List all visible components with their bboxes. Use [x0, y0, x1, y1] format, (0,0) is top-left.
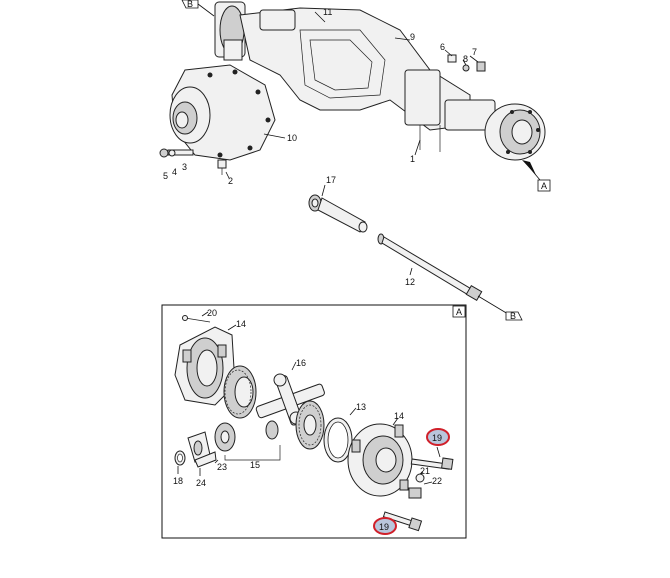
axle-housing-body	[239, 7, 471, 152]
label-10: 10	[287, 133, 297, 143]
label-17: 17	[326, 175, 336, 185]
plate-23: 23	[187, 431, 227, 472]
axle-shafts: 17 12 B	[308, 175, 523, 321]
detail-box-a: A 20 14	[161, 304, 467, 539]
label-9: 9	[410, 32, 415, 42]
label-12: 12	[405, 277, 415, 287]
part-24: 24	[194, 451, 217, 488]
label-24: 24	[196, 478, 206, 488]
label-18: 18	[173, 476, 183, 486]
bolt-19-bottom	[382, 511, 423, 532]
case-half-right: 14	[347, 411, 413, 497]
ref-b-right: B	[477, 295, 523, 321]
case-half-left: 14	[174, 319, 246, 406]
label-5: 5	[163, 171, 168, 181]
label-23: 23	[217, 462, 227, 472]
label-19-bottom: 19	[379, 522, 389, 532]
ref-b-top-text: B	[187, 0, 193, 9]
right-hub	[444, 99, 546, 161]
pinion-gears-15: 15	[214, 420, 281, 470]
label-8: 8	[463, 54, 468, 64]
detail-box-label: A	[456, 307, 462, 317]
ref-a-callout: A	[522, 160, 551, 192]
label-14-right: 14	[394, 411, 404, 421]
pinion-bolt	[159, 148, 194, 158]
label-21: 21	[420, 466, 430, 476]
label-2: 2	[228, 176, 233, 186]
label-22: 22	[432, 476, 442, 486]
label-11: 11	[323, 7, 332, 17]
label-20: 20	[207, 308, 217, 318]
label-14-left: 14	[236, 319, 246, 329]
label-19-top: 19	[432, 433, 442, 443]
side-gear	[223, 365, 257, 419]
ref-b-right-text: B	[510, 311, 516, 321]
left-hub	[214, 1, 246, 61]
highlight-19-bottom: 19	[373, 517, 397, 535]
bolt-19-top	[410, 446, 454, 470]
label-1: 1	[410, 154, 415, 164]
carrier-bolt	[217, 159, 227, 175]
ref-a-text: A	[541, 181, 547, 191]
axle-housing-assembly: B	[159, 0, 551, 192]
washer-21: 21	[415, 466, 430, 483]
bolt-20: 20	[182, 308, 217, 323]
nut-22: 22	[408, 476, 442, 499]
ref-b-top: B	[181, 0, 215, 17]
shaft-17: 17	[308, 175, 368, 233]
label-4: 4	[172, 167, 177, 177]
label-6: 6	[440, 42, 445, 52]
label-7: 7	[472, 47, 477, 57]
gear-right	[295, 400, 325, 450]
washer-13: 13	[323, 402, 366, 463]
highlight-19-top: 19	[426, 428, 450, 446]
label-13: 13	[356, 402, 366, 412]
label-15: 15	[250, 460, 260, 470]
differential-carrier	[169, 64, 276, 161]
washer-18: 18	[173, 450, 186, 486]
shaft-12: 12	[377, 233, 483, 302]
label-3: 3	[182, 162, 187, 172]
label-16: 16	[296, 358, 306, 368]
